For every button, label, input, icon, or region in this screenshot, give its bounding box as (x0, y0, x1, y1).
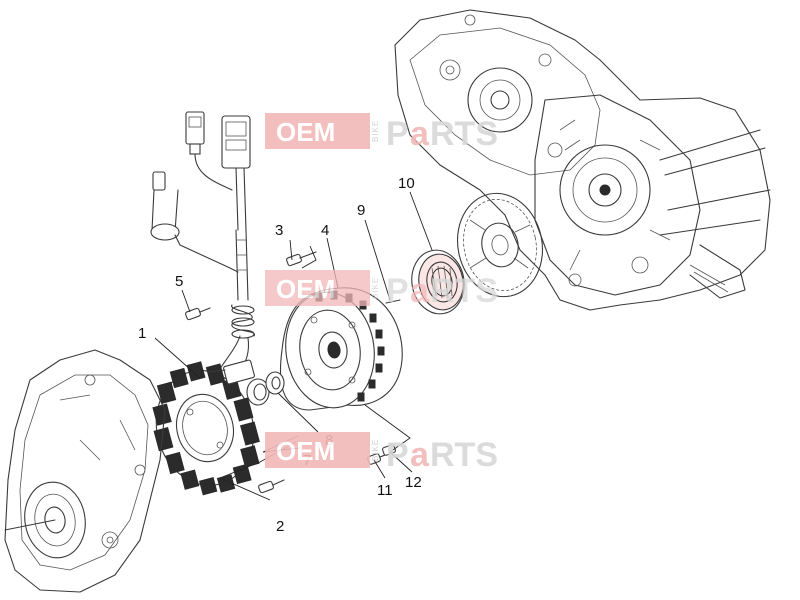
watermark-oem-text: OEM (276, 274, 335, 304)
callout-9: 9 (357, 202, 365, 219)
watermark-middle: OEM BIKE P a RTS (265, 270, 498, 310)
watermark-oem-text: OEM (276, 117, 335, 147)
watermark-parts-rest: RTS (430, 115, 498, 153)
callout-2: 2 (276, 518, 284, 535)
watermark-parts-a: a (410, 115, 430, 153)
watermark-parts-a: a (410, 436, 430, 474)
screw-12 (382, 444, 396, 456)
watermark-parts-rest: RTS (430, 436, 498, 474)
callout-12: 12 (405, 474, 422, 491)
stator (152, 359, 260, 496)
pin (385, 299, 401, 304)
watermark-parts-rest: RTS (430, 272, 498, 310)
left-crankcase-cover (4, 349, 166, 593)
washer (265, 371, 285, 395)
callout-11: 11 (377, 482, 393, 499)
screw-3 (286, 251, 317, 267)
wiring-harness (150, 111, 255, 373)
watermark-parts-p: P (386, 115, 409, 153)
watermark-top: OEM BIKE P a RTS (265, 113, 498, 153)
watermark-bottom: OEM BIKE P a RTS (265, 432, 498, 474)
flywheel-rotor (279, 287, 403, 411)
watermark-bike-text: BIKE (371, 277, 380, 299)
freewheel-bearing (411, 249, 465, 315)
screw-2 (258, 479, 285, 494)
callout-5: 5 (175, 273, 183, 290)
callout-1: 1 (138, 325, 146, 342)
watermark-parts-p: P (386, 272, 409, 310)
watermark-oem-text: OEM (276, 436, 335, 466)
watermark-bike-text: BIKE (371, 120, 380, 142)
callout-10: 10 (398, 175, 415, 192)
engine-crankcase (394, 9, 771, 311)
callout-3: 3 (275, 222, 283, 239)
starter-gear (456, 192, 544, 298)
watermark-bike-text: BIKE (371, 439, 380, 461)
callout-4: 4 (321, 222, 329, 239)
watermark-parts-a: a (410, 272, 430, 310)
watermark-parts-p: P (386, 436, 409, 474)
